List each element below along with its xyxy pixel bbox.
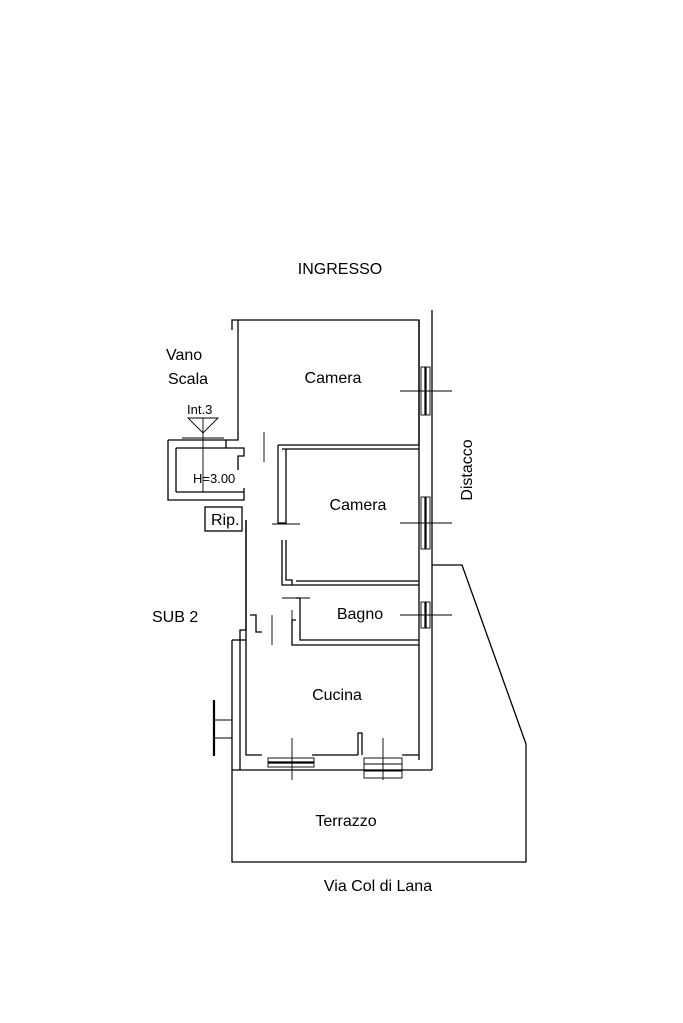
terrace-door	[212, 700, 232, 756]
outer-walls	[225, 310, 433, 771]
stair-well	[167, 417, 245, 501]
label-ingresso: INGRESSO	[298, 261, 382, 278]
label-camera-mid: Camera	[330, 497, 387, 514]
label-scala: Scala	[168, 371, 208, 388]
label-cucina: Cucina	[312, 687, 362, 704]
terrace-outline	[231, 564, 527, 863]
windows-bottom	[267, 738, 403, 780]
label-sub: SUB 2	[152, 609, 198, 626]
label-vano: Vano	[166, 347, 202, 364]
label-terrazzo: Terrazzo	[315, 813, 376, 830]
labels: INGRESSO Vano Scala Int.3 H=3.00 Rip. Ca…	[152, 261, 476, 895]
interior-walls	[250, 432, 419, 646]
label-bagno: Bagno	[337, 606, 383, 623]
ripostiglio-box	[204, 506, 243, 532]
label-rip: Rip.	[211, 512, 239, 529]
label-int: Int.3	[187, 402, 212, 417]
label-camera-top: Camera	[305, 370, 362, 387]
label-street: Via Col di Lana	[324, 878, 432, 895]
label-height: H=3.00	[193, 471, 235, 486]
windows-right	[400, 366, 452, 629]
label-distacco: Distacco	[459, 439, 476, 500]
